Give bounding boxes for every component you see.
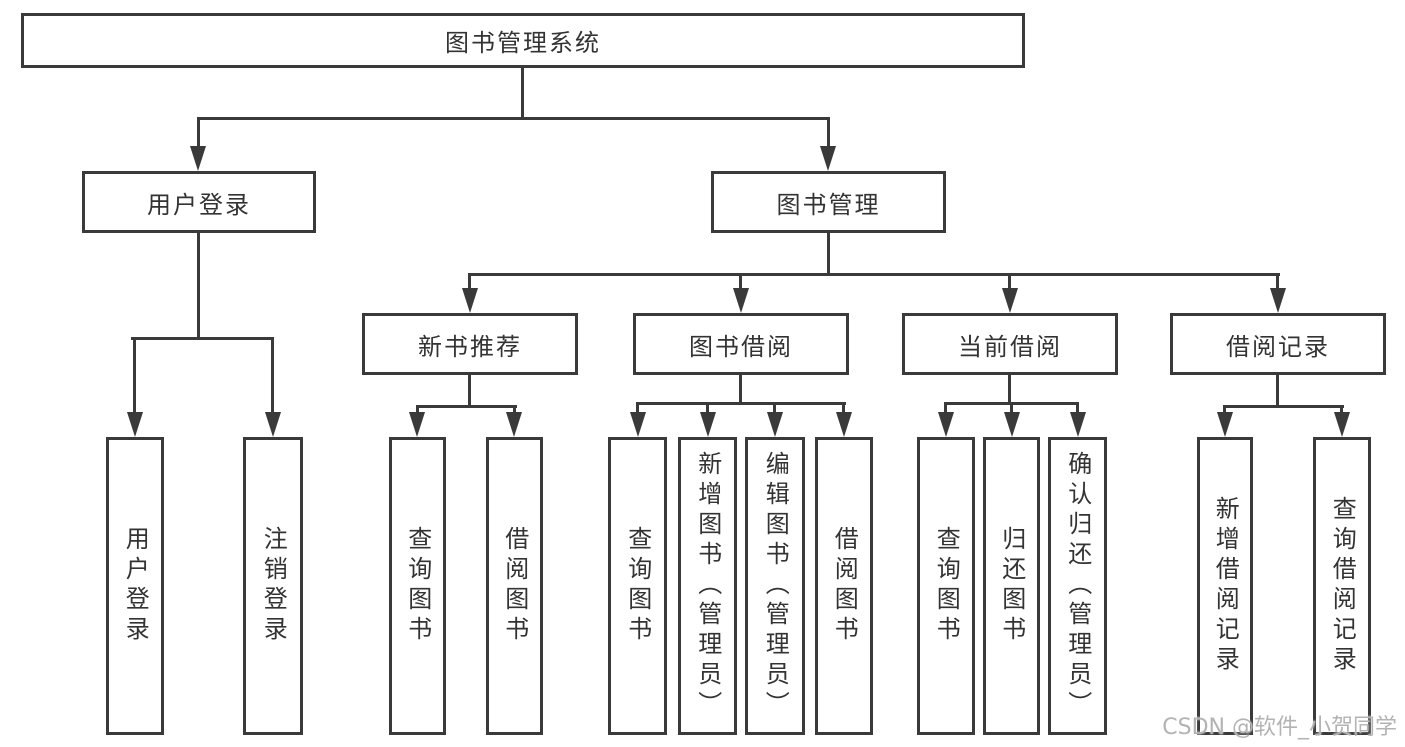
leaf-label: 借阅图书 [500, 526, 529, 646]
leaf-confirm-return-admin: 确认归还（管理员） [1048, 437, 1107, 735]
arrowhead-down [190, 146, 206, 171]
arrowhead-down [1070, 412, 1086, 437]
node-label: 当前借阅 [958, 332, 1062, 361]
node-new-book-recommend: 新书推荐 [362, 313, 578, 375]
arrowhead-down [127, 412, 143, 437]
arrowhead-down [1270, 288, 1286, 313]
connector-hline [1223, 405, 1344, 408]
arrowhead-down [820, 146, 836, 171]
leaf-add-books-admin: 新增图书（管理员） [678, 437, 737, 735]
connector-vline [197, 117, 200, 149]
node-label: 图书管理系统 [445, 29, 601, 57]
connector-vline [944, 402, 947, 415]
arrowhead-down [700, 412, 716, 437]
arrowhead-down [265, 412, 281, 437]
connector-vline [739, 375, 742, 405]
watermark: CSDN @软件_小贺同学 [1162, 715, 1397, 740]
arrowhead-down [767, 412, 783, 437]
connector-vline [271, 337, 274, 415]
node-label: 新书推荐 [418, 332, 522, 361]
leaf-borrow-books-recommend: 借阅图书 [486, 437, 543, 735]
connector-vline [1340, 405, 1343, 415]
leaf-label: 新增图书（管理员） [693, 451, 722, 721]
connector-vline [1008, 375, 1011, 405]
connector-vline [636, 402, 639, 415]
arrowhead-down [1004, 412, 1020, 437]
node-current-borrowing: 当前借阅 [902, 313, 1118, 375]
leaf-label: 注销登录 [259, 526, 288, 646]
connector-vline [706, 402, 709, 415]
arrowhead-down [938, 412, 954, 437]
arrowhead-down [1002, 288, 1018, 313]
arrowhead-down [462, 288, 478, 313]
node-book-management: 图书管理 [711, 171, 946, 233]
arrowhead-down [506, 412, 522, 437]
connector-vline [1276, 375, 1279, 408]
leaf-label: 编辑图书（管理员） [761, 451, 790, 721]
connector-hline [197, 117, 829, 120]
leaf-query-books-current: 查询图书 [917, 437, 975, 735]
node-user-login: 用户登录 [82, 171, 316, 233]
connector-vline [827, 117, 830, 149]
arrowhead-down [836, 412, 852, 437]
connector-vline [1076, 402, 1079, 415]
connector-vline [468, 375, 471, 408]
leaf-label: 归还图书 [997, 526, 1026, 646]
connector-vline [842, 402, 845, 415]
leaf-add-borrow-record: 新增借阅记录 [1197, 437, 1253, 735]
arrowhead-down [630, 412, 646, 437]
connector-hline [416, 405, 517, 408]
connector-vline [1223, 405, 1226, 415]
leaf-return-books: 归还图书 [983, 437, 1040, 735]
connector-hline [131, 337, 274, 340]
node-borrowing-records: 借阅记录 [1170, 313, 1386, 375]
leaf-query-books-recommend: 查询图书 [389, 437, 446, 735]
leaf-edit-books-admin: 编辑图书（管理员） [745, 437, 805, 735]
leaf-label: 新增借阅记录 [1211, 496, 1240, 676]
connector-vline [513, 405, 516, 415]
arrowhead-down [409, 412, 425, 437]
connector-vline [468, 273, 471, 293]
connector-vline [521, 68, 524, 120]
leaf-label: 查询图书 [932, 526, 961, 646]
leaf-borrow-books-borrowing: 借阅图书 [815, 437, 873, 735]
leaf-label: 借阅图书 [830, 526, 859, 646]
connector-vline [1008, 273, 1011, 293]
connector-vline [1010, 402, 1013, 415]
leaf-user-login: 用户登录 [106, 437, 164, 735]
arrowhead-down [1217, 412, 1233, 437]
leaf-query-books-borrowing: 查询图书 [608, 437, 667, 735]
leaf-label: 查询图书 [403, 526, 432, 646]
connector-vline [197, 233, 200, 339]
leaf-label: 用户登录 [121, 526, 150, 646]
node-label: 图书管理 [776, 190, 881, 219]
connector-vline [773, 402, 776, 415]
node-library-management-system: 图书管理系统 [21, 13, 1025, 68]
node-book-borrowing: 图书借阅 [633, 313, 849, 375]
leaf-query-borrow-record: 查询借阅记录 [1313, 437, 1371, 735]
connector-hline [468, 273, 1280, 276]
connector-vline [1276, 273, 1279, 293]
connector-vline [133, 337, 136, 415]
node-label: 借阅记录 [1226, 332, 1330, 361]
node-label: 图书借阅 [689, 332, 793, 361]
leaf-label: 查询借阅记录 [1328, 496, 1357, 676]
connector-vline [416, 405, 419, 415]
arrowhead-down [1334, 412, 1350, 437]
leaf-label: 确认归还（管理员） [1063, 451, 1092, 721]
connector-vline [739, 273, 742, 293]
arrowhead-down [733, 288, 749, 313]
connector-vline [827, 233, 830, 275]
node-label: 用户登录 [147, 190, 251, 219]
leaf-label: 查询图书 [623, 526, 652, 646]
leaf-logout: 注销登录 [243, 437, 303, 735]
connector-hline [636, 402, 846, 405]
